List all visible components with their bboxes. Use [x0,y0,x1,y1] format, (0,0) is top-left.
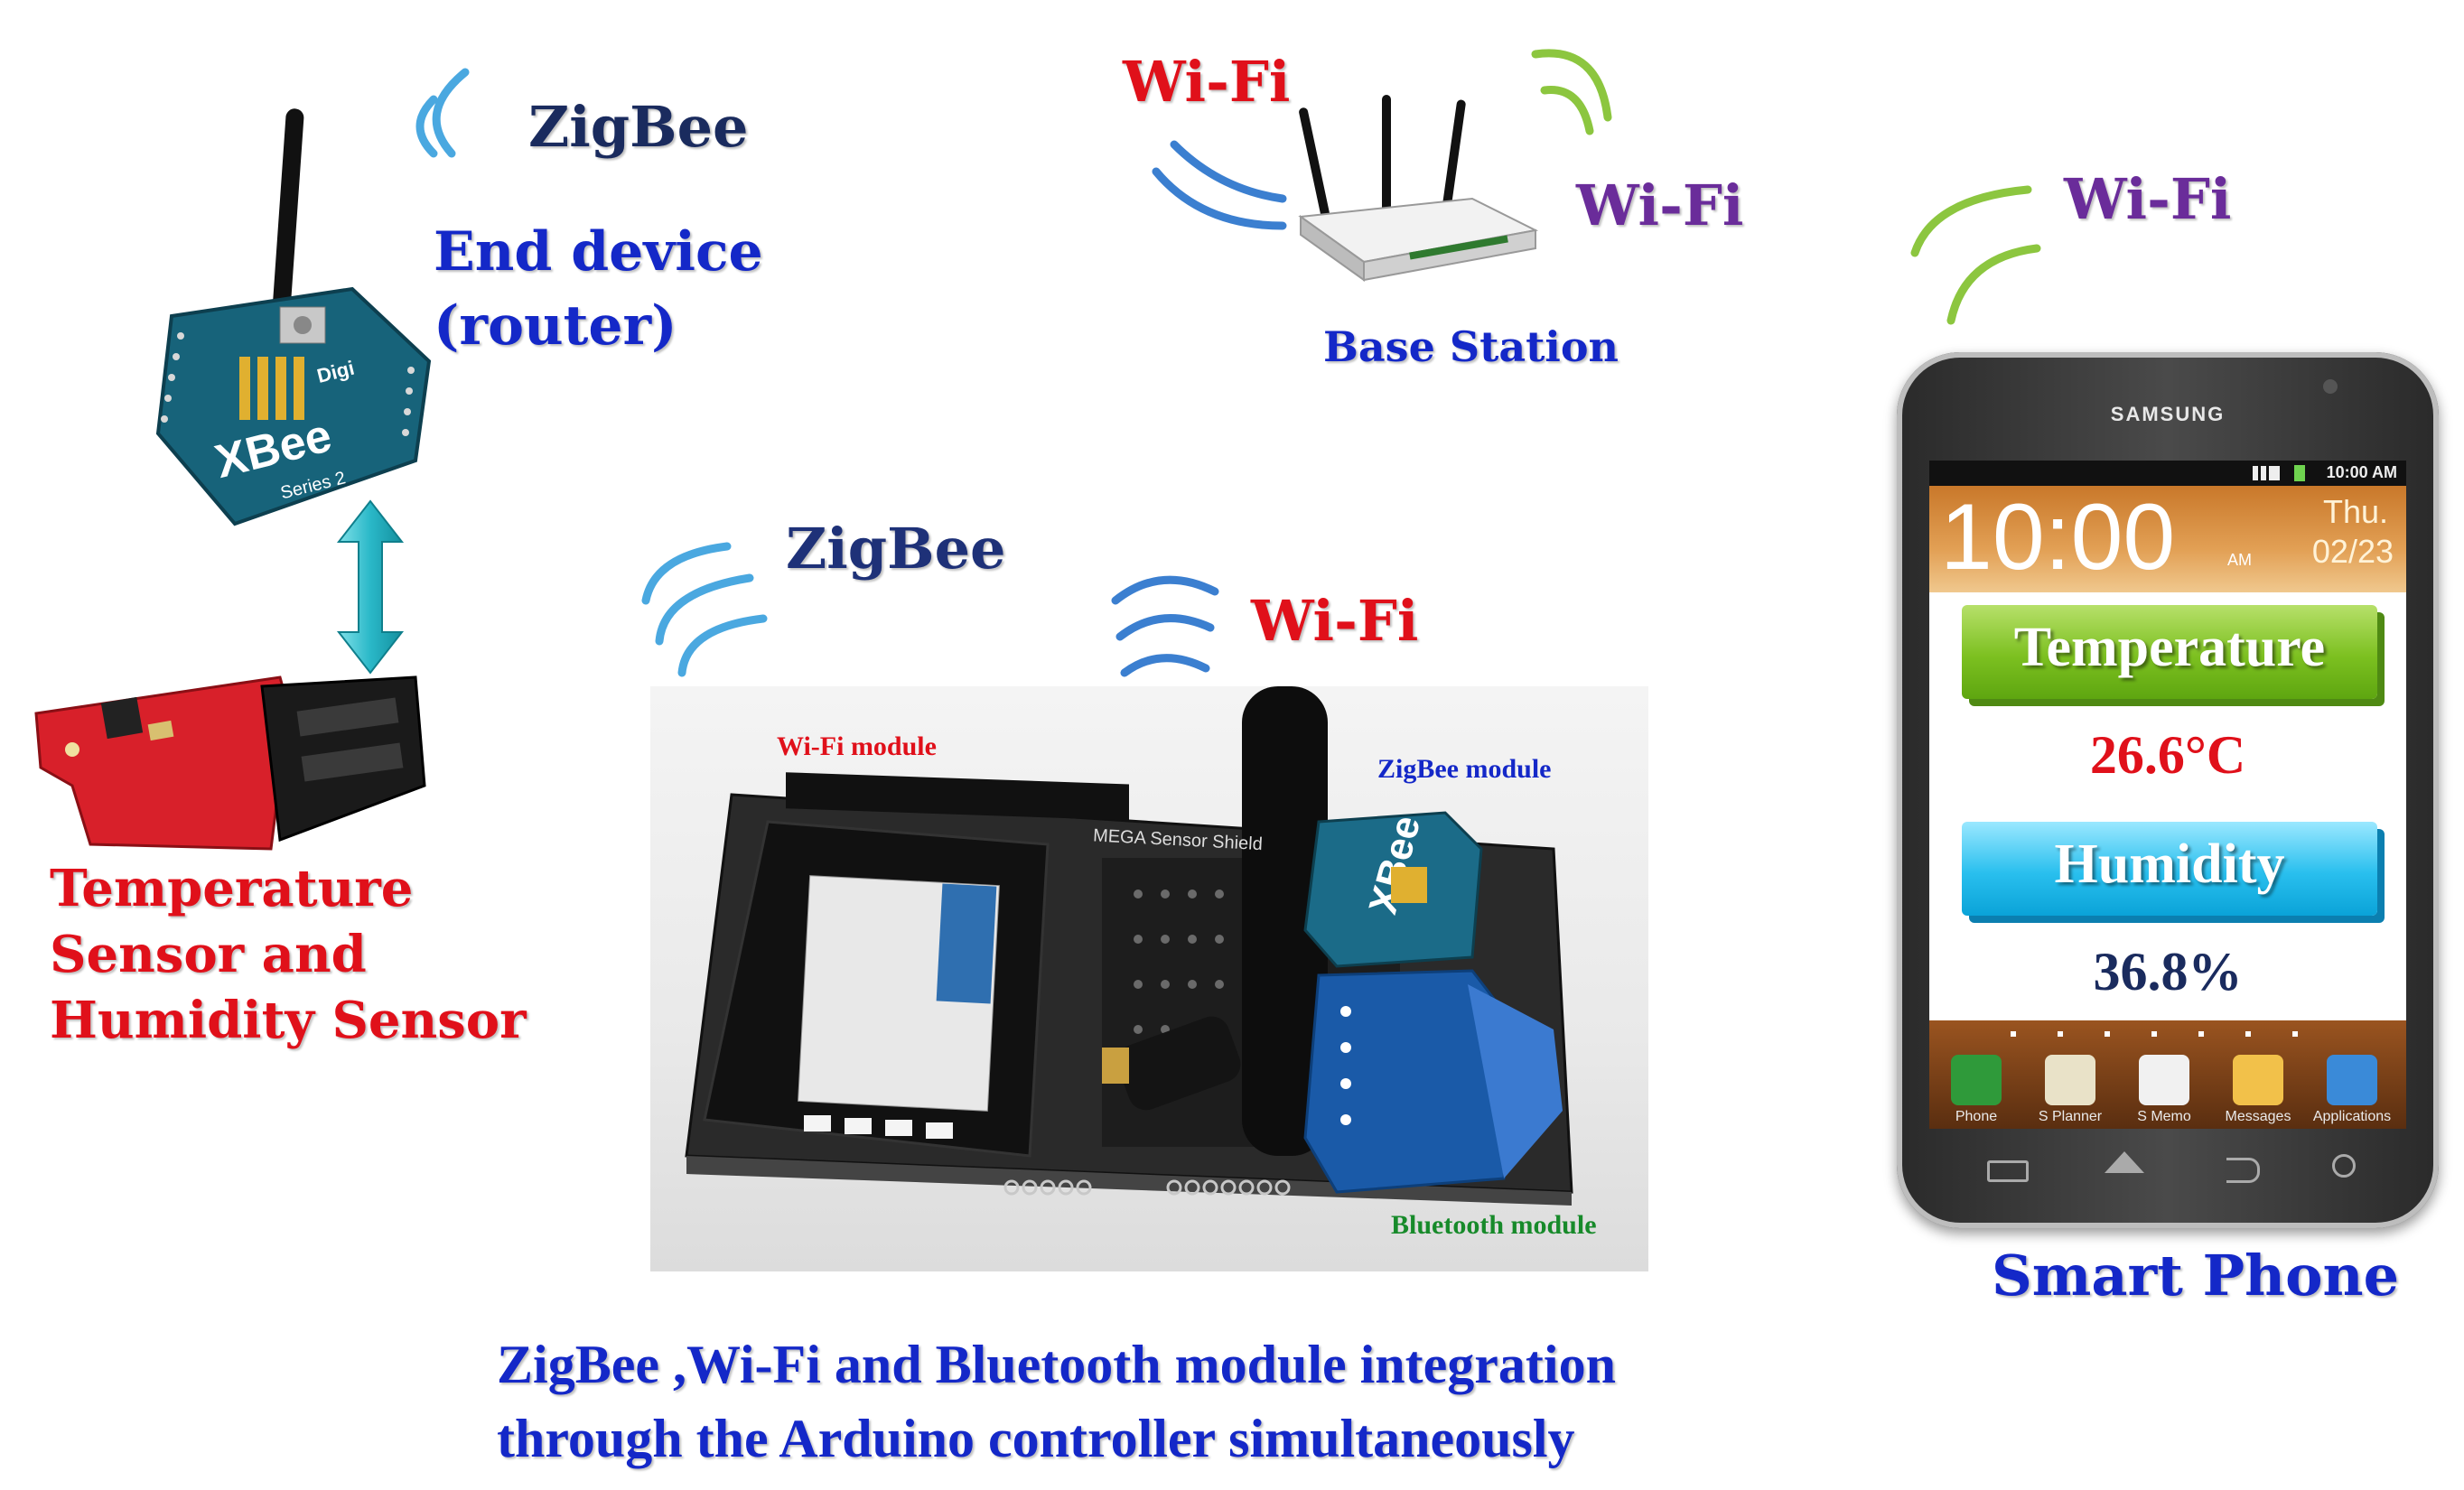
app-s-planner-label: S Planner [2038,1109,2103,1124]
back-icon[interactable] [2226,1158,2260,1183]
connection-arrow-icon [336,499,405,675]
app-phone[interactable]: Phone [1933,1055,2020,1125]
app-messages[interactable]: Messages [2215,1055,2301,1125]
phone-camera-icon [2323,379,2338,394]
app-messages-label: Messages [2225,1109,2291,1124]
phone-clock-ampm: AM [2227,551,2252,569]
grid-icon [2327,1055,2377,1105]
wifi-signal-left-icon [1152,140,1287,230]
smart-phone-label: Smart Phone [1992,1243,2400,1308]
search-icon[interactable] [2332,1154,2356,1178]
app-phone-label: Phone [1955,1109,1998,1124]
sensor-label-line3: Humidity Sensor [50,991,527,1050]
base-station-label: Base Station [1323,322,1619,371]
router-image [1298,95,1539,282]
app-applications[interactable]: Applications [2309,1055,2395,1125]
phone-clock: 10:00 [1940,485,2176,590]
xbee-end-device-image: XBee Digi Series 2 [155,108,432,526]
temperature-title: Temperature [2013,617,2326,678]
zigbee-module-label: ZigBee module [1377,754,1552,784]
base-station-wifi-left-label: Wi-Fi [1123,49,1291,115]
humidity-tile: Humidity [1962,822,2377,916]
base-station-wifi-right-label: Wi-Fi [1576,172,1744,238]
memo-icon [2139,1055,2189,1105]
end-device-title: End device [434,220,763,284]
end-device-zigbee-label: ZigBee [528,94,749,160]
app-applications-label: Applications [2312,1109,2392,1124]
envelope-icon [2233,1055,2283,1105]
smart-phone-image: SAMSUNG 10:00 AM 10:00 AM Thu. 02/23 Tem… [1897,352,2439,1228]
end-device-subtitle: (router) [434,294,677,358]
phone-wifi-label: Wi-Fi [2064,166,2232,232]
temperature-value: 26.6°C [2089,725,2246,785]
phone-status-bar: 10:00 AM [1929,461,2406,486]
controller-wifi-label: Wi-Fi [1251,588,1419,654]
phone-clock-widget: 10:00 AM Thu. 02/23 [1929,486,2406,592]
signal-icon [2253,466,2280,480]
arduino-controller-photo: XBee MEGA Sensor Shield Wi-Fi module Zig… [650,686,1648,1271]
sensor-label-line2: Sensor and [50,925,367,984]
phone-day: Thu. [2322,493,2388,530]
calendar-icon [2045,1055,2095,1105]
menu-icon[interactable] [1987,1160,2029,1182]
caption-line-2: through the Arduino controller simultane… [497,1409,1575,1468]
page-indicator [2011,1031,2336,1037]
phone-date: 02/23 [2311,533,2394,570]
app-s-memo-label: S Memo [2137,1109,2191,1124]
controller-zigbee-signal-icon [641,542,768,677]
temperature-humidity-sensor-image [34,675,426,851]
humidity-title: Humidity [2054,833,2285,895]
zigbee-signal-icon [415,68,470,158]
bluetooth-module-label: Bluetooth module [1391,1210,1597,1240]
phone-status-time: 10:00 AM [2326,463,2397,481]
arduino-board-image: XBee MEGA Sensor Shield [685,686,1573,1206]
caption-line-1: ZigBee ,Wi-Fi and Bluetooth module integ… [497,1335,1616,1394]
phone-brand: SAMSUNG [2110,403,2226,425]
phone-screen: 10:00 AM 10:00 AM Thu. 02/23 Temperature… [1929,461,2406,1129]
humidity-value: 36.8% [2093,942,2243,1001]
controller-zigbee-label: ZigBee [786,516,1006,582]
controller-wifi-signal-icon [1111,575,1219,677]
wifi-module-label: Wi-Fi module [777,731,937,761]
temperature-tile: Temperature [1962,605,2377,699]
battery-icon [2294,465,2305,481]
phone-app-icon [1951,1055,2002,1105]
app-s-planner[interactable]: S Planner [2027,1055,2114,1125]
home-icon[interactable] [2105,1151,2144,1173]
phone-wifi-signal-icon [1910,185,2041,325]
wifi-signal-right-icon [1531,49,1612,135]
app-s-memo[interactable]: S Memo [2121,1055,2207,1125]
sensor-label-line1: Temperature [50,859,414,918]
